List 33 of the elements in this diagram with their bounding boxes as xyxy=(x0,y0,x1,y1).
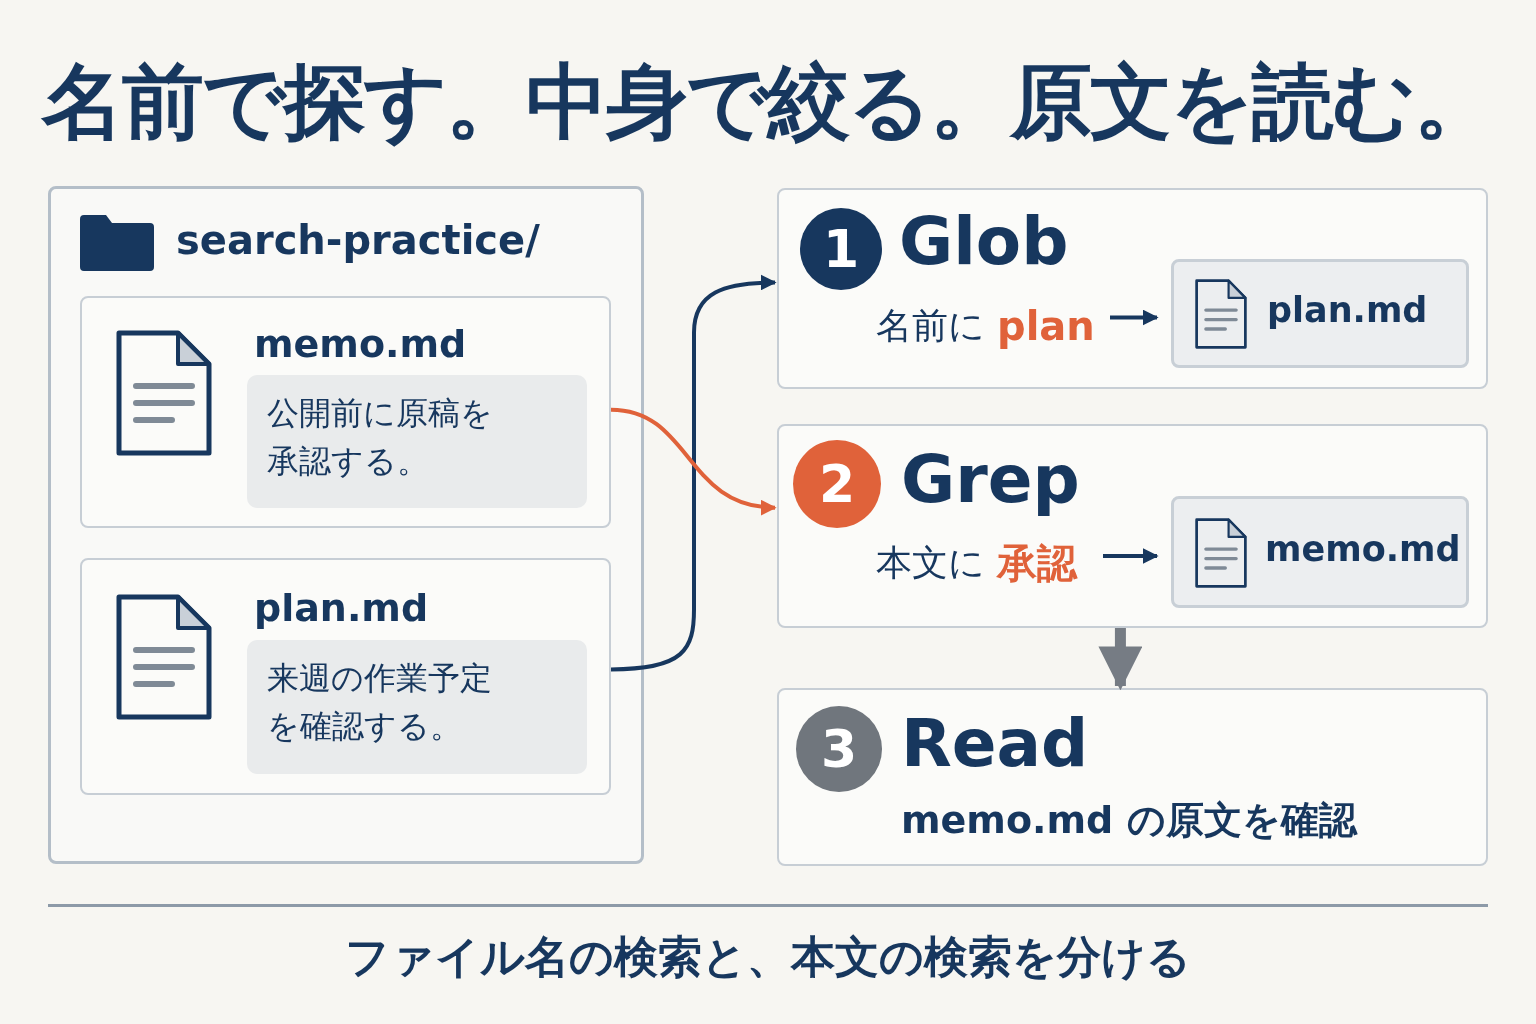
file-name: memo.md xyxy=(254,322,467,368)
caption: ファイル名の検索と、本文の検索を分ける xyxy=(344,930,1192,984)
arrow xyxy=(610,274,777,672)
query-term: 承認 xyxy=(997,538,1077,588)
step-title: Grep xyxy=(901,440,1080,520)
arrow xyxy=(1110,309,1159,326)
step-title: Glob xyxy=(899,202,1069,282)
file-name: plan.md xyxy=(254,586,429,632)
file-card xyxy=(80,558,611,795)
step-box xyxy=(777,188,1488,389)
file-name: plan.md xyxy=(1267,289,1428,331)
step-number: 1 xyxy=(821,217,861,281)
description-box: 来週の作業予定を確認する。 xyxy=(247,640,587,774)
step-box xyxy=(777,424,1488,628)
step-number: 2 xyxy=(817,452,857,516)
file-card xyxy=(80,296,611,528)
query-label: 本文に xyxy=(876,540,985,585)
file-name: memo.md xyxy=(1265,528,1461,570)
step-box xyxy=(777,688,1488,866)
folder-panel xyxy=(48,186,644,864)
description-box: 公開前に原稿を承認する。 xyxy=(247,375,587,508)
arrow xyxy=(1098,628,1143,691)
query-term: plan xyxy=(997,303,1095,349)
folder-name: search-practice/ xyxy=(176,216,540,264)
arrow xyxy=(1103,548,1159,564)
arrow xyxy=(610,407,777,515)
step-number: 3 xyxy=(819,717,859,781)
step-description: memo.md の原文を確認 xyxy=(901,798,1357,844)
title: 名前で探す。中身で絞る。原文を読む。 xyxy=(40,53,1495,151)
result-box xyxy=(1171,496,1469,608)
step-title: Read xyxy=(901,704,1089,784)
query-label: 名前に xyxy=(876,303,985,348)
result-box xyxy=(1171,259,1469,368)
